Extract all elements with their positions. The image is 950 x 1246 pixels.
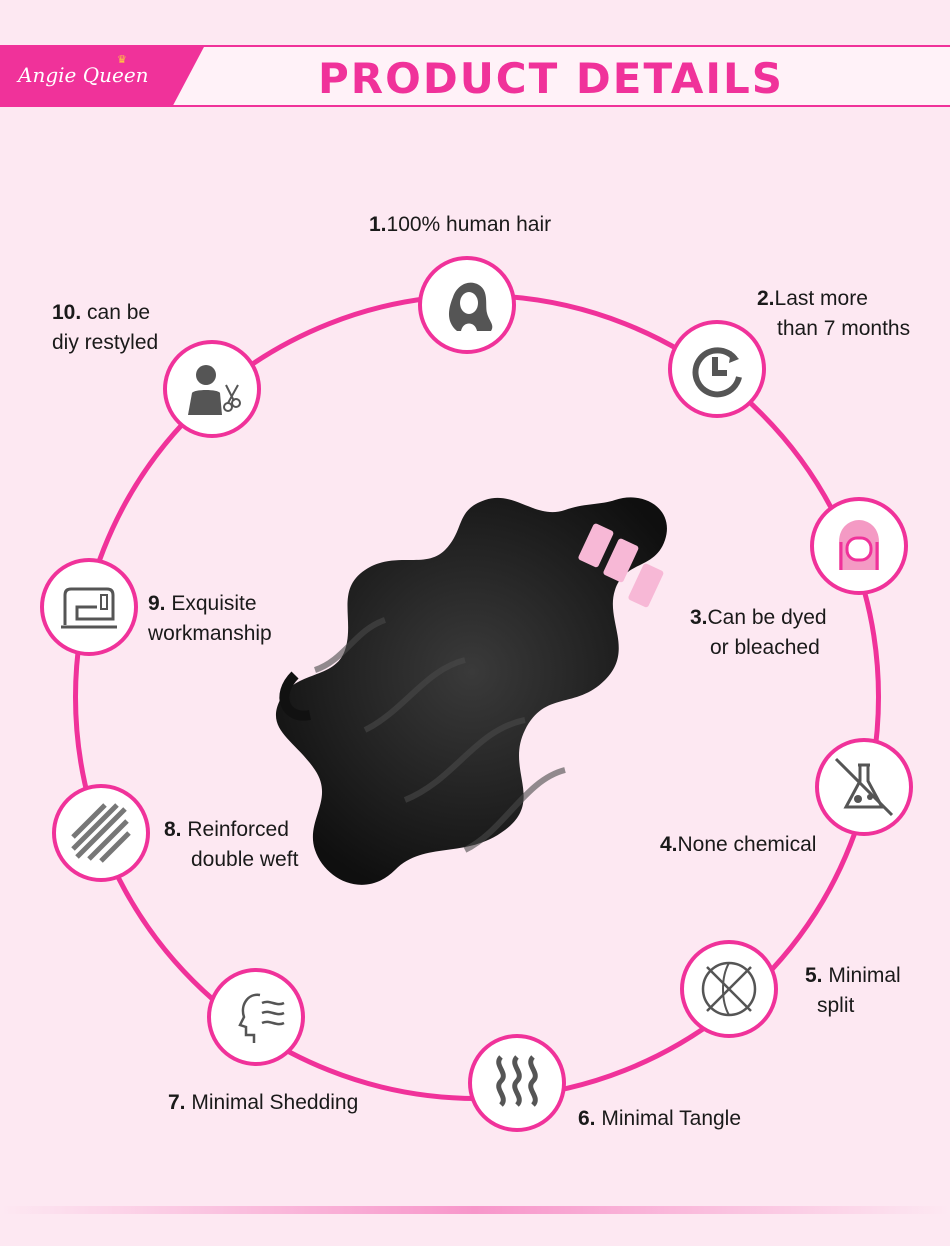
brand-logo[interactable]: Angie Queen — [18, 63, 149, 87]
feature-badge-2 — [668, 320, 766, 418]
feature-label-4: 4.None chemical — [660, 833, 817, 856]
feature-badge-1 — [418, 256, 516, 354]
feature-badge-7 — [207, 968, 305, 1066]
feature-badge-4 — [815, 738, 913, 836]
feature-badge-6 — [468, 1034, 566, 1132]
feature-badge-8 — [52, 784, 150, 882]
feature-badge-9 — [40, 558, 138, 656]
feature-label-5: 5. Minimal split — [805, 964, 901, 1017]
dyed-hair-icon — [839, 520, 879, 570]
feature-label-10: 10. can be diy restyled — [52, 301, 159, 354]
feature-label-8: 8. Reinforced double weft — [164, 818, 299, 871]
feature-label-2: 2.Last more than 7 months — [757, 287, 911, 340]
feature-badge-3 — [810, 497, 908, 595]
footer-divider — [0, 1206, 950, 1214]
page-title: PRODUCT DETAILS — [318, 54, 784, 103]
feature-label-1: 1.100% human hair — [369, 213, 552, 236]
feature-label-3: 3.Can be dyed or bleached — [690, 606, 827, 659]
logo-block — [0, 45, 205, 107]
no-chemical-flask-icon — [834, 757, 894, 817]
crown-icon: ♛ — [117, 54, 127, 66]
no-split-icon — [701, 961, 757, 1017]
flowing-hair-icon — [238, 993, 285, 1043]
wavy-lines-icon — [496, 1055, 538, 1107]
feature-label-9: 9. Exquisite workmanship — [148, 592, 272, 645]
sewing-machine-icon — [61, 587, 117, 629]
woman-hair-icon — [449, 282, 493, 331]
feature-label-7: 7. Minimal Shedding — [168, 1091, 359, 1114]
feature-label-6: 6. Minimal Tangle — [578, 1107, 742, 1130]
hair-bundles-image — [275, 497, 667, 885]
stylist-scissors-icon — [188, 365, 241, 415]
feature-badge-5 — [680, 940, 778, 1038]
weft-lines-icon — [71, 803, 131, 863]
clock-icon — [692, 347, 742, 398]
feature-badge-10 — [163, 340, 261, 438]
